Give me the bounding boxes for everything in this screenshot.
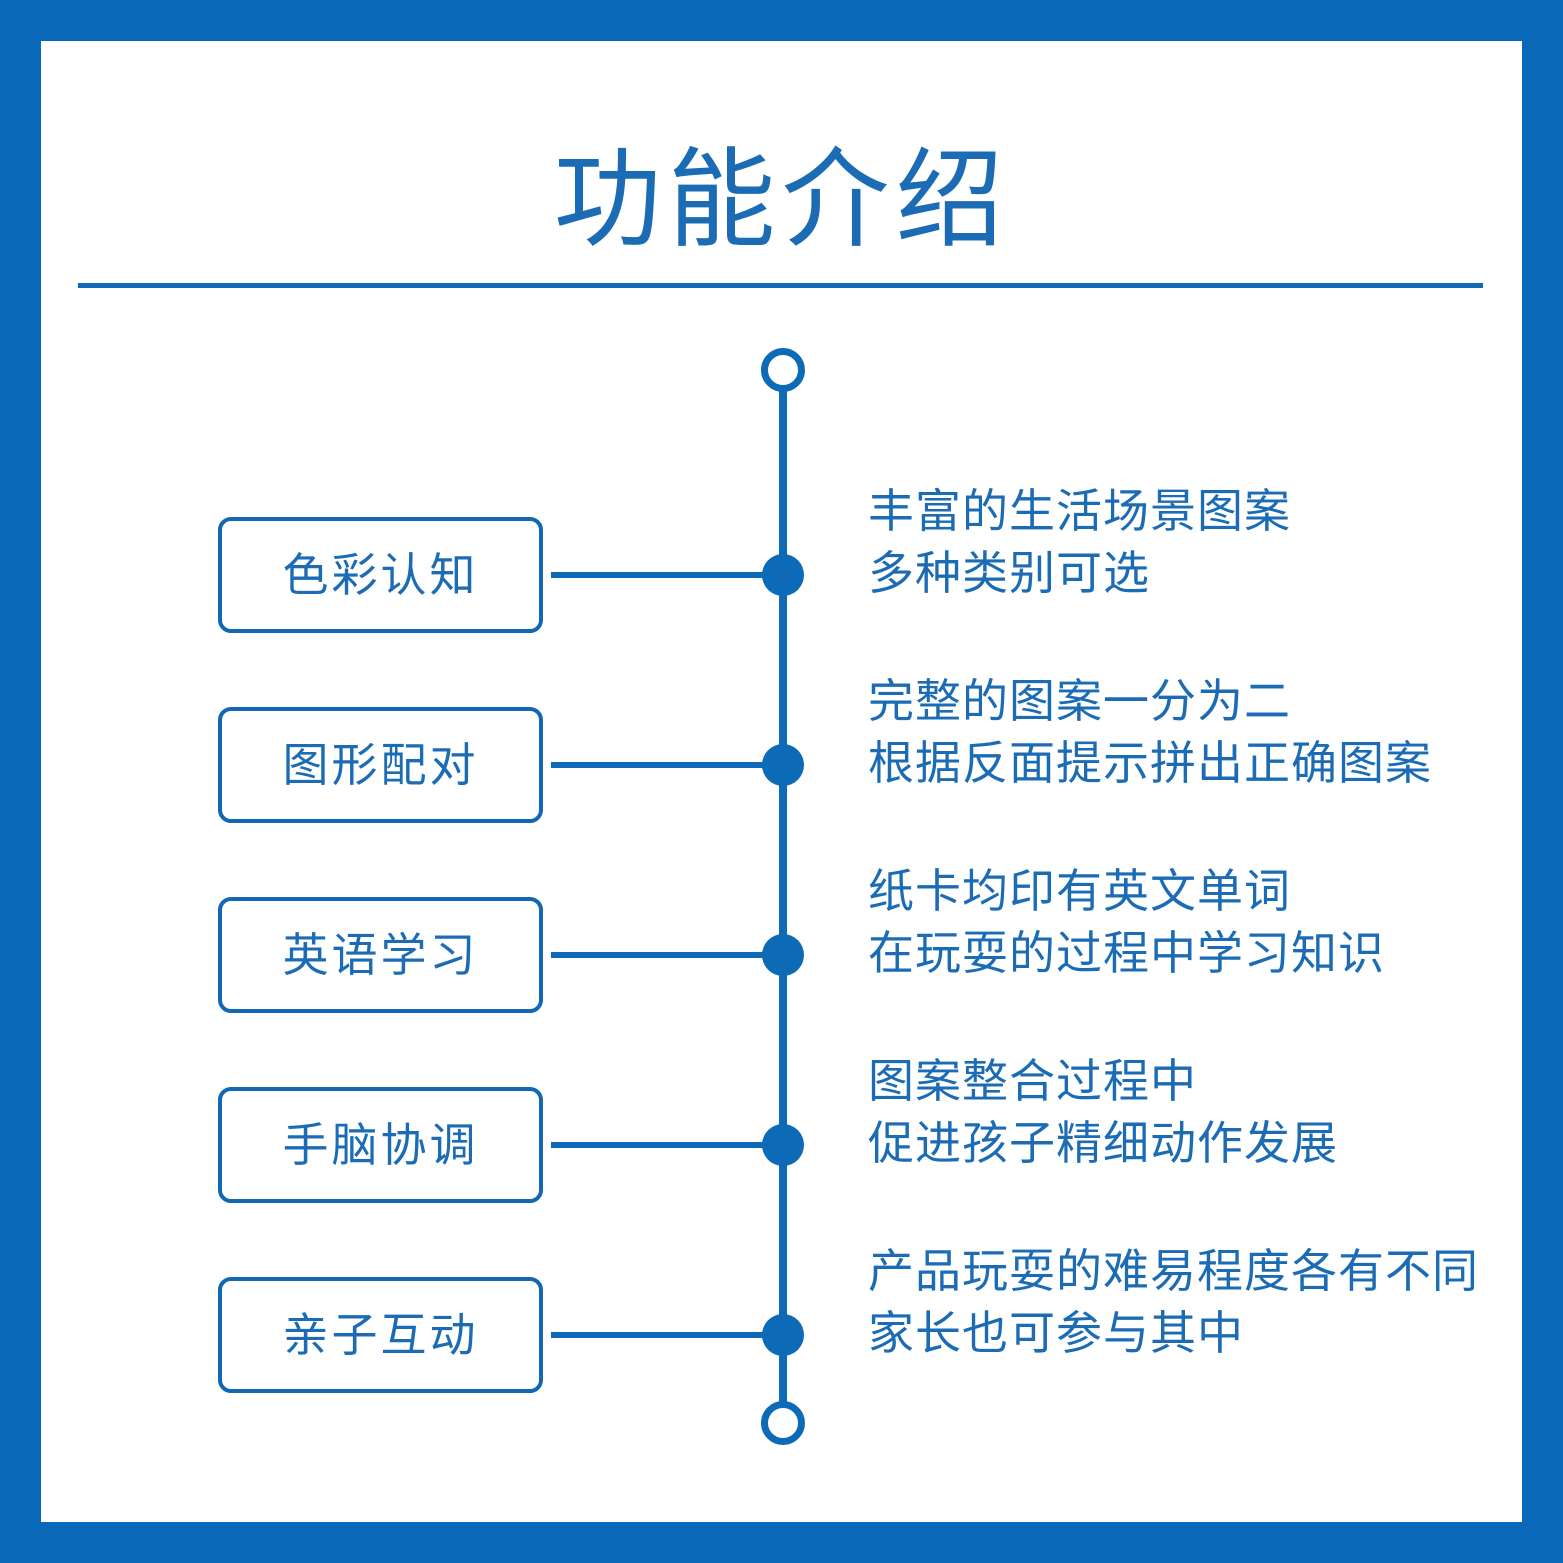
feature-description-line: 完整的图案一分为二 [868,675,1291,727]
timeline-end-marker-icon [761,1401,805,1445]
feature-description: 完整的图案一分为二 根据反面提示拼出正确图案 [868,670,1468,794]
feature-label-text: 色彩认知 [282,549,479,601]
feature-label-box[interactable]: 图形配对 [218,707,543,823]
feature-label-text: 英语学习 [282,929,479,981]
timeline-node-icon [762,1124,804,1166]
feature-description-line: 纸卡均印有英文单词 [868,865,1291,917]
timeline-node-icon [762,1314,804,1356]
feature-label-box[interactable]: 亲子互动 [218,1277,543,1393]
feature-description-line: 多种类别可选 [868,547,1150,599]
feature-description: 产品玩耍的难易程度各有不同 家长也可参与其中 [868,1240,1479,1364]
timeline-connector [551,762,783,768]
timeline-connector [551,952,783,958]
timeline-node-icon [762,934,804,976]
feature-label-text: 手脑协调 [282,1119,479,1171]
feature-description-line: 丰富的生活场景图案 [868,485,1291,537]
feature-label-text: 图形配对 [282,739,479,791]
timeline-connector [551,572,783,578]
timeline-spine [779,370,787,1442]
title-divider [78,283,1483,288]
feature-description-line: 产品玩耍的难易程度各有不同 [868,1245,1479,1297]
timeline-node-icon [762,554,804,596]
feature-description-line: 在玩耍的过程中学习知识 [868,927,1385,979]
feature-description: 纸卡均印有英文单词 在玩耍的过程中学习知识 [868,860,1468,984]
timeline-node-icon [762,744,804,786]
feature-description: 图案整合过程中 促进孩子精细动作发展 [868,1050,1468,1174]
page-title: 功能介绍 [553,139,1010,260]
feature-label-text: 亲子互动 [282,1309,479,1361]
feature-description-line: 促进孩子精细动作发展 [868,1117,1338,1169]
feature-label-box[interactable]: 英语学习 [218,897,543,1013]
poster-canvas: 功能介绍 色彩认知 丰富的生活场景图案 多种类别可选 图形配对 完整 [41,41,1522,1522]
feature-description-line: 根据反面提示拼出正确图案 [868,737,1432,789]
timeline-start-marker-icon [761,348,805,392]
feature-description-line: 家长也可参与其中 [868,1307,1244,1359]
feature-label-box[interactable]: 色彩认知 [218,517,543,633]
feature-description-line: 图案整合过程中 [868,1055,1197,1107]
feature-label-box[interactable]: 手脑协调 [218,1087,543,1203]
timeline-connector [551,1142,783,1148]
feature-description: 丰富的生活场景图案 多种类别可选 [868,480,1468,604]
timeline-connector [551,1332,783,1338]
